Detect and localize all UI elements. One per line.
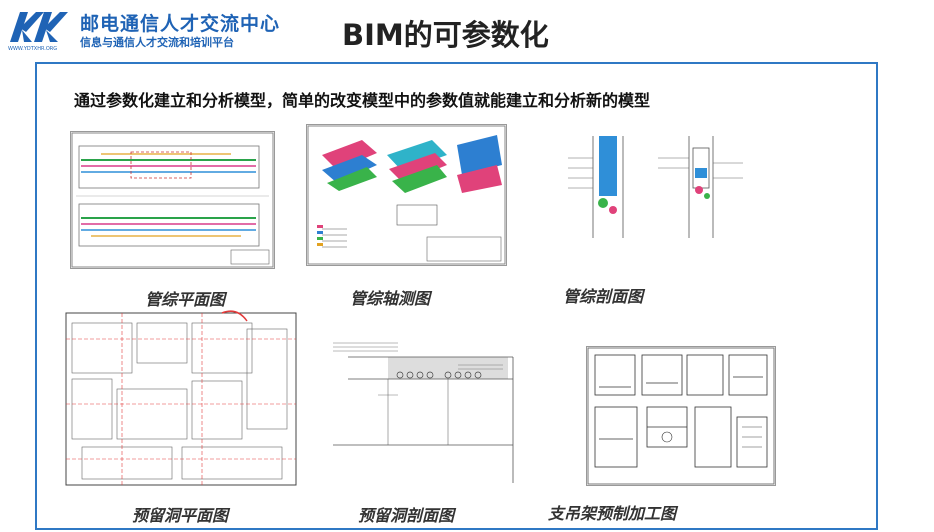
slide-header: 邮电通信人才交流中心 信息与通信人才交流和培训平台 WWW.YDTXHR.ORG… (0, 0, 934, 62)
figure-pipe-section-drawing (563, 128, 753, 248)
figure-hanger-prefab-drawing (586, 346, 776, 486)
brand-logo-icon (10, 12, 68, 42)
figure-caption-reserved-hole-plan: 预留洞平面图 (132, 506, 229, 525)
figure-caption-pipe-plan: 管综平面图 (145, 290, 226, 309)
figure-caption-pipe-axonometric: 管综轴测图 (350, 289, 431, 308)
figure-pipe-axonometric-drawing (306, 124, 507, 266)
figure-caption-pipe-section: 管综剖面图 (563, 287, 644, 306)
brand-tagline: 信息与通信人才交流和培训平台 (80, 36, 234, 49)
figure-caption-reserved-hole-section: 预留洞剖面图 (358, 506, 455, 525)
figure-reserved-hole-section-drawing (328, 335, 518, 483)
figure-reserved-hole-plan-drawing (62, 309, 300, 489)
figure-pipe-plan-drawing (70, 131, 275, 269)
brand-url: WWW.YDTXHR.ORG (8, 46, 58, 52)
slide-subtitle: 通过参数化建立和分析模型，简单的改变模型中的参数值就能建立和分析新的模型 (74, 91, 651, 110)
figure-caption-hanger-prefab: 支吊架预制加工图 (548, 504, 677, 523)
slide-title: BIM的可参数化 (342, 18, 549, 52)
brand-name: 邮电通信人才交流中心 (80, 13, 281, 35)
